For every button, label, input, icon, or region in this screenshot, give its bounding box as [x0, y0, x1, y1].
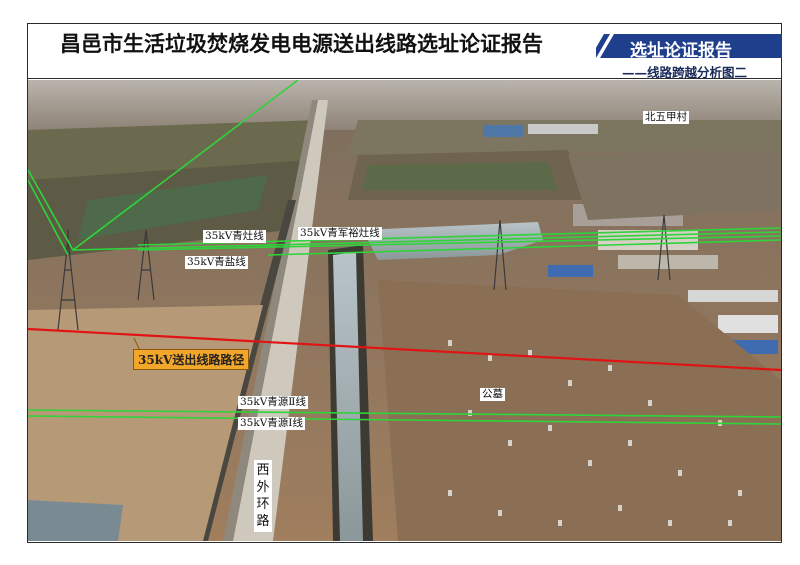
report-tag-banner: [596, 34, 782, 58]
aerial-photo: [28, 80, 781, 541]
label-village: 北五甲村: [643, 111, 689, 124]
report-tag-label: 选址论证报告: [630, 41, 732, 61]
label-road: 西外环路: [254, 460, 272, 532]
label-qingzao-line: 35kV青灶线: [203, 230, 266, 243]
report-title: 昌邑市生活垃圾焚烧发电电源送出线路选址论证报告: [60, 31, 543, 56]
label-qingyuan2-line: 35kV青源Ⅱ线: [238, 396, 308, 409]
aerial-scene: [28, 80, 781, 541]
label-qingyuan1-line: 35kV青源Ⅰ线: [238, 417, 305, 430]
label-route: 35kV送出线路路径: [133, 349, 250, 370]
label-qingyan-line: 35kV青盐线: [185, 256, 248, 269]
header-divider: [27, 78, 782, 79]
label-road-text: 西外环路: [256, 463, 270, 529]
figure-subtitle: ——线路跨越分析图二: [622, 65, 748, 80]
label-qingjunyuzao-line: 35kV青军裕灶线: [298, 227, 382, 240]
label-cemetery: 公墓: [480, 388, 505, 401]
